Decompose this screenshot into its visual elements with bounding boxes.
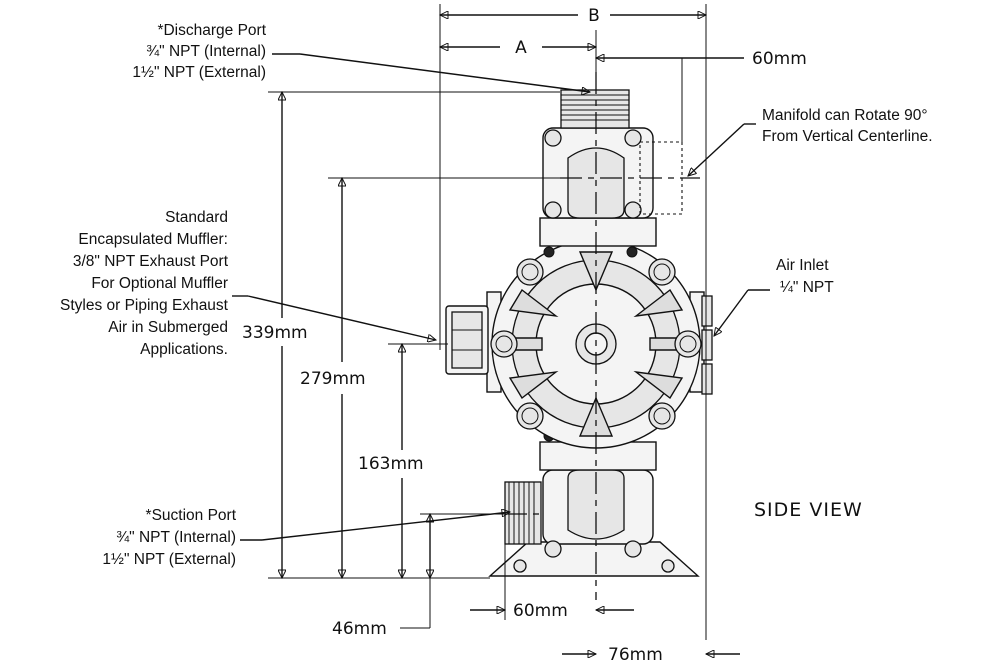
callout-manifold-rotate: Manifold can Rotate 90° From Vertical Ce…: [762, 107, 933, 145]
callout-discharge-port: *Discharge Port ¾" NPT (Internal) 1½" NP…: [132, 22, 266, 81]
dim-top-60: 60mm: [752, 49, 807, 69]
muffler-line-7: Applications.: [140, 341, 228, 358]
callout-air-inlet: Air Inlet ¼" NPT: [776, 257, 834, 296]
perimeter-bolts: [490, 258, 702, 430]
manifold-line-2: From Vertical Centerline.: [762, 128, 933, 145]
dim-bottom-76: 76mm: [608, 645, 663, 665]
upper-clamp-nut-left: [543, 246, 555, 258]
discharge-line-3: 1½" NPT (External): [132, 64, 266, 81]
air-inlet-line-2: ¼" NPT: [780, 279, 834, 296]
upper-bolt-left: [544, 129, 562, 147]
lower-bolt-left: [544, 540, 562, 558]
view-title: SIDE VIEW: [754, 499, 863, 521]
dim-b: B: [588, 6, 600, 26]
suction-line-2: ¾" NPT (Internal): [116, 529, 236, 546]
muffler-inner: [451, 311, 483, 369]
air-inlet-line-1: Air Inlet: [776, 257, 829, 274]
upper-bolt-right: [624, 129, 642, 147]
air-inlet-fitting: [701, 329, 713, 361]
muffler-line-2: Encapsulated Muffler:: [78, 231, 228, 248]
muffler-line-1: Standard: [165, 209, 228, 226]
base-bolt-left: [513, 559, 527, 573]
upper-bolt-left-low: [544, 201, 562, 219]
base-plate: [488, 541, 700, 577]
suction-line-3: 1½" NPT (External): [102, 551, 236, 568]
discharge-thread-lines: [561, 94, 629, 121]
muffler-line-4: For Optional Muffler: [91, 275, 228, 292]
upper-bolt-right-low: [624, 201, 642, 219]
dim-163: 163mm: [358, 454, 424, 474]
dim-339: 339mm: [242, 323, 308, 343]
suction-line-1: *Suction Port: [146, 507, 237, 524]
callout-muffler: Standard Encapsulated Muffler: 3/8" NPT …: [60, 209, 229, 358]
leader-lines: [232, 53, 770, 541]
callout-suction-port: *Suction Port ¾" NPT (Internal) 1½" NPT …: [102, 507, 236, 568]
discharge-thread: [560, 89, 630, 129]
radial-ribs: [503, 251, 689, 437]
suction-thread-lines: [508, 482, 535, 544]
upper-clamp: [539, 217, 657, 247]
lower-bolt-right: [624, 540, 642, 558]
dim-bottom-60: 60mm: [513, 601, 568, 621]
manifold-line-1: Manifold can Rotate 90°: [762, 107, 928, 124]
discharge-line-1: *Discharge Port: [157, 22, 266, 39]
air-inlet-fitting-bottom: [701, 363, 713, 395]
muffler-line-5: Styles or Piping Exhaust: [60, 297, 229, 314]
suction-thread: [504, 481, 542, 545]
base-bolt-right: [661, 559, 675, 573]
pump-body: [445, 72, 713, 600]
muffler-line-6: Air in Submerged: [108, 319, 228, 336]
dim-279: 279mm: [300, 369, 366, 389]
dim-46: 46mm: [332, 619, 387, 639]
dimension-lines: [268, 4, 744, 654]
upper-clamp-nut-right: [626, 246, 638, 258]
dim-a: A: [515, 38, 527, 58]
discharge-line-2: ¾" NPT (Internal): [146, 43, 266, 60]
air-inlet-fitting-top: [701, 295, 713, 327]
muffler-line-3: 3/8" NPT Exhaust Port: [73, 253, 229, 270]
